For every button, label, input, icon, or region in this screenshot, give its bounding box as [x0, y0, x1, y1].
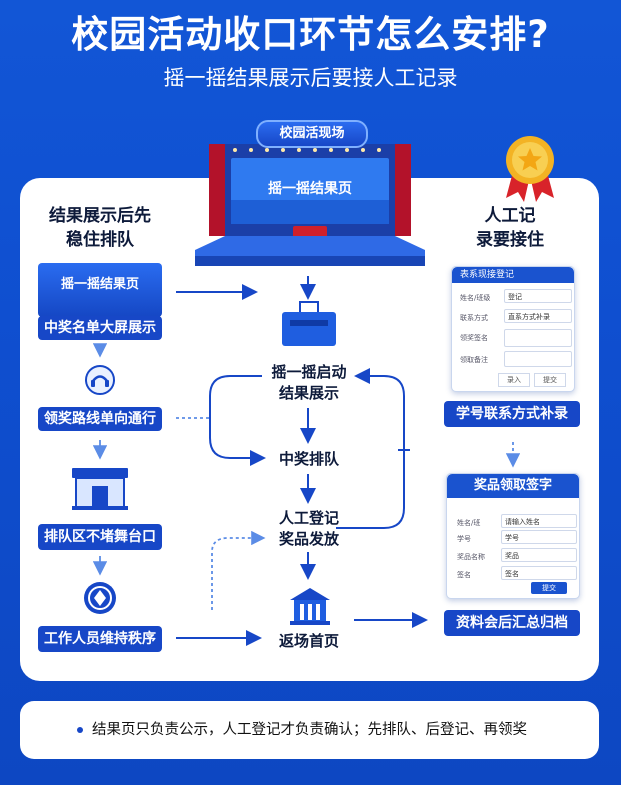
left-item-1: 领奖路线单向通行	[38, 407, 162, 431]
prize-form-field[interactable]: 学号	[501, 530, 577, 544]
flow-step-0: 摇一摇启动 结果展示	[246, 362, 372, 404]
medal-icon	[500, 132, 560, 206]
stage-icon	[195, 144, 425, 266]
arrow-branch-loop	[209, 375, 266, 466]
direction-icon	[82, 580, 118, 620]
left-heading-line1: 结果展示后先	[49, 206, 151, 226]
prize-form-field[interactable]: 奖品	[501, 548, 577, 562]
flow-step-3: 返场首页	[246, 631, 372, 652]
record-form-field[interactable]: 登记	[504, 289, 572, 303]
prize-form-submit-button[interactable]: 提交	[531, 582, 567, 594]
left-screen-card-title: 摇一摇结果页	[60, 277, 139, 292]
record-form-header: 表系现接登记	[452, 267, 574, 283]
home-building-icon	[288, 586, 332, 630]
prize-form-field[interactable]: 签名	[501, 566, 577, 580]
record-form-button-1[interactable]: 提交	[534, 373, 566, 387]
page-subtitle: 摇一摇结果展示后要接人工记录	[163, 66, 458, 90]
ballot-box-icon	[280, 301, 338, 352]
flow-step-3-line1: 返场首页	[278, 632, 339, 650]
prize-form-label: 姓名/班	[457, 519, 481, 527]
record-form-label: 姓名/班级	[460, 294, 491, 302]
record-form-field[interactable]	[504, 329, 572, 347]
prize-form-label: 签名	[457, 571, 471, 579]
footer-note: 结果页只负责公示，人工登记才负责确认；先排队、后登记、再领奖	[20, 701, 599, 759]
footer-note-text: 结果页只负责公示，人工登记才负责确认；先排队、后登记、再领奖	[92, 722, 527, 738]
building-gate-icon	[70, 466, 130, 516]
stage-screen-title: 摇一摇结果页	[268, 181, 352, 197]
prize-form-label: 奖品名称	[457, 553, 485, 561]
left-heading: 结果展示后先 稳住排队	[30, 204, 170, 252]
flow-step-2-line2: 奖品发放	[278, 530, 339, 548]
left-item-3: 工作人员维持秩序	[38, 626, 162, 652]
right-heading: 人工记 录要接住	[440, 204, 580, 252]
record-form-button-0[interactable]: 录入	[498, 373, 530, 387]
record-form-label: 领奖签名	[460, 334, 488, 342]
flow-step-0-line1: 摇一摇启动	[271, 363, 347, 381]
right-archive-label: 资料会后汇总归档	[444, 610, 580, 636]
left-screen-card: 摇一摇结果页	[38, 263, 162, 317]
page-title: 校园活动收口环节怎么安排?	[71, 13, 550, 56]
stage-illustration: 摇一摇结果页	[195, 130, 425, 268]
stage-sign: 校园活现场	[256, 120, 368, 148]
record-form-field[interactable]: 直系方式补录	[504, 309, 572, 323]
arrow-return-loop	[336, 368, 405, 529]
left-item-2: 排队区不堵舞台口	[38, 524, 162, 550]
flow-step-2-line1: 人工登记	[278, 509, 339, 527]
record-form-label: 领取备注	[460, 356, 488, 364]
flow-step-2: 人工登记 奖品发放	[246, 508, 372, 550]
left-item-0: 中奖名单大屏展示	[38, 316, 162, 340]
flow-step-1-line1: 中奖排队	[278, 450, 339, 468]
record-form-field[interactable]	[504, 351, 572, 367]
record-form-card: 表系现接登记 姓名/班级 登记 联系方式 直系方式补录 领奖签名 领取备注 录入 提…	[451, 266, 575, 392]
left-heading-line2: 稳住排队	[66, 230, 134, 250]
prize-sign-form-card: 奖品领取签字 姓名/班 请输入姓名 学号 学号 奖品名称 奖品 签名 签名 提交	[446, 473, 580, 599]
right-heading-line2: 录要接住	[476, 230, 544, 250]
record-form-label: 联系方式	[460, 314, 488, 322]
bullet-dot	[77, 727, 83, 733]
prize-sign-form-title: 奖品领取签字	[447, 474, 579, 498]
right-heading-line1: 人工记	[484, 206, 536, 226]
support-icon	[84, 364, 116, 400]
flow-step-1: 中奖排队	[246, 449, 372, 470]
prize-form-label: 学号	[457, 535, 471, 543]
right-form1-label: 学号联系方式补录	[444, 401, 580, 427]
flow-step-0-line2: 结果展示	[278, 384, 339, 402]
prize-form-field[interactable]: 请输入姓名	[501, 514, 577, 528]
